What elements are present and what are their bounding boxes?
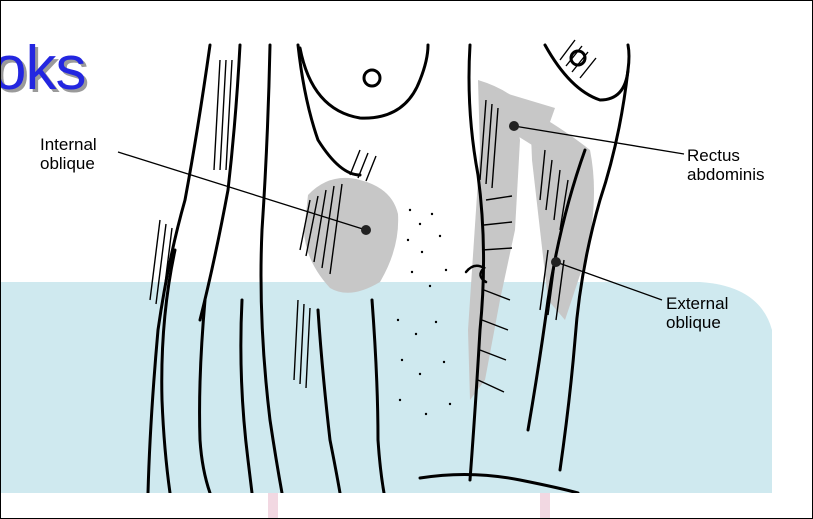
figure-border xyxy=(0,0,813,519)
anatomy-figure: oks Internal oblique Rectus abdominis Ex… xyxy=(0,0,813,519)
